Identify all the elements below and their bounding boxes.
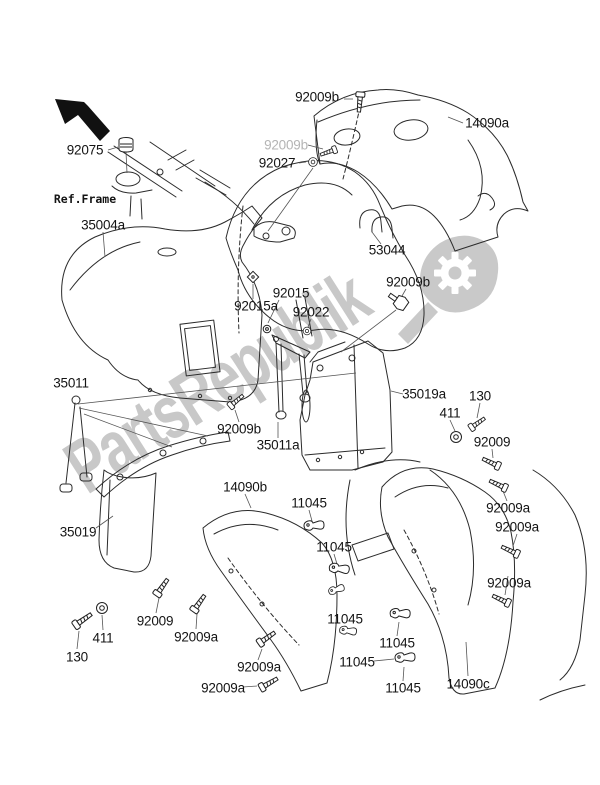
- part-14090c-flap: [345, 459, 516, 695]
- cap-icon: [118, 137, 134, 153]
- washer-icon: [450, 431, 462, 443]
- screw-icon: [490, 591, 513, 609]
- screw-icon: [257, 674, 281, 693]
- clamp-icon: [389, 607, 412, 620]
- washer-icon: [302, 326, 312, 336]
- clamp-icon: [328, 561, 351, 576]
- screw-icon: [188, 592, 209, 615]
- part-35019-guard: [95, 431, 231, 573]
- part-35011-brace: [59, 395, 93, 493]
- part-35004a-front-fender: [61, 205, 263, 403]
- screw-icon: [151, 576, 172, 599]
- grommet-icon: [262, 324, 272, 334]
- clamp-icon: [394, 652, 416, 663]
- part-14090a-front-cover: [313, 89, 529, 252]
- screw-icon: [70, 609, 95, 631]
- part-35011a-strap: [271, 334, 311, 420]
- clamp-icon: [338, 625, 358, 637]
- construction-lines: [227, 106, 440, 646]
- part-rear-structure: [429, 469, 587, 701]
- leader-lines: [76, 98, 518, 688]
- screw-icon: [480, 454, 503, 472]
- part-35019a-panel: [295, 297, 393, 471]
- part-53044-inner-fender: [225, 160, 425, 352]
- part-14090b-flap: [202, 510, 338, 692]
- screw-icon: [318, 144, 339, 159]
- screw-icon: [487, 476, 510, 494]
- gear-icon: [398, 235, 499, 344]
- part-ref-frame: [107, 141, 255, 225]
- screw-icon: [499, 542, 522, 560]
- direction-arrow-icon: [55, 99, 110, 141]
- washer-icon: [96, 602, 108, 614]
- hex-bolt-icon: [385, 288, 411, 313]
- clamp-icon: [303, 520, 325, 531]
- washer-icon: [308, 157, 318, 167]
- screw-icon: [226, 391, 247, 411]
